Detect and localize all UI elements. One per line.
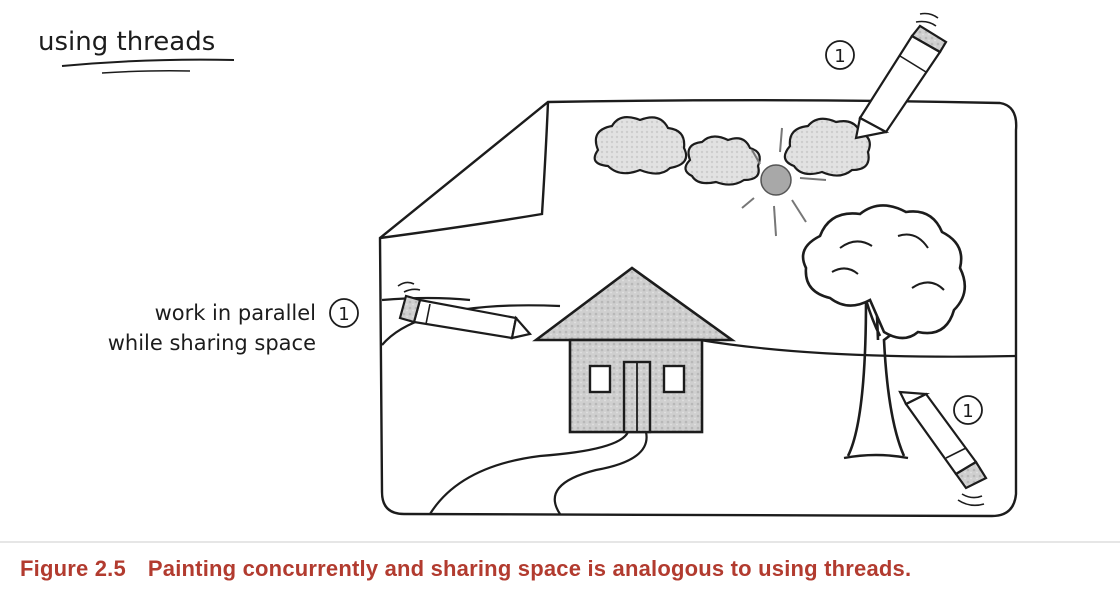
- tree-trunk: [831, 274, 935, 457]
- side-label-line1: work in parallel: [155, 301, 316, 325]
- diagram-title: using threads: [38, 27, 215, 57]
- marker-bottom-right: 1: [962, 401, 973, 422]
- folded-corner: [379, 101, 550, 240]
- cloud-left: [593, 115, 688, 175]
- garden-path-2: [553, 431, 648, 515]
- tree-base: [843, 453, 909, 460]
- figure-caption-text: Painting concurrently and sharing space …: [147, 556, 912, 581]
- cloud-right: [783, 117, 871, 177]
- pencil-left: [398, 294, 533, 340]
- house-window-right: [662, 364, 686, 394]
- tree-crown-detail: [831, 233, 945, 291]
- house-window-left: [588, 364, 612, 394]
- caption-separator: [0, 541, 1120, 543]
- hill-left-top: [381, 296, 471, 302]
- title-underline-2: [101, 70, 191, 74]
- marker-circle-left: [329, 298, 359, 328]
- pencil-bottom-right: [898, 390, 988, 490]
- canvas-sheet: [378, 99, 1018, 518]
- sun: [760, 164, 792, 196]
- sun-rays: [741, 127, 827, 237]
- motion-lines-bottom: [957, 493, 985, 507]
- cloud-middle: [684, 135, 761, 186]
- title-underline: [61, 58, 235, 67]
- garden-path: [429, 431, 630, 515]
- marker-top-right: 1: [834, 46, 845, 67]
- marker-circle-top-right: [825, 40, 855, 70]
- side-label-line2: while sharing space: [108, 331, 316, 355]
- motion-lines-top: [915, 12, 939, 27]
- marker-circle-bottom-right: [953, 395, 983, 425]
- motion-lines-left: [397, 281, 421, 293]
- tree-crown: [801, 204, 967, 340]
- figure-caption: Figure 2.5 Painting concurrently and shar…: [20, 556, 911, 582]
- pencil-top-right: [854, 24, 948, 140]
- marker-left: 1: [338, 304, 349, 325]
- figure-number: Figure 2.5: [20, 556, 126, 581]
